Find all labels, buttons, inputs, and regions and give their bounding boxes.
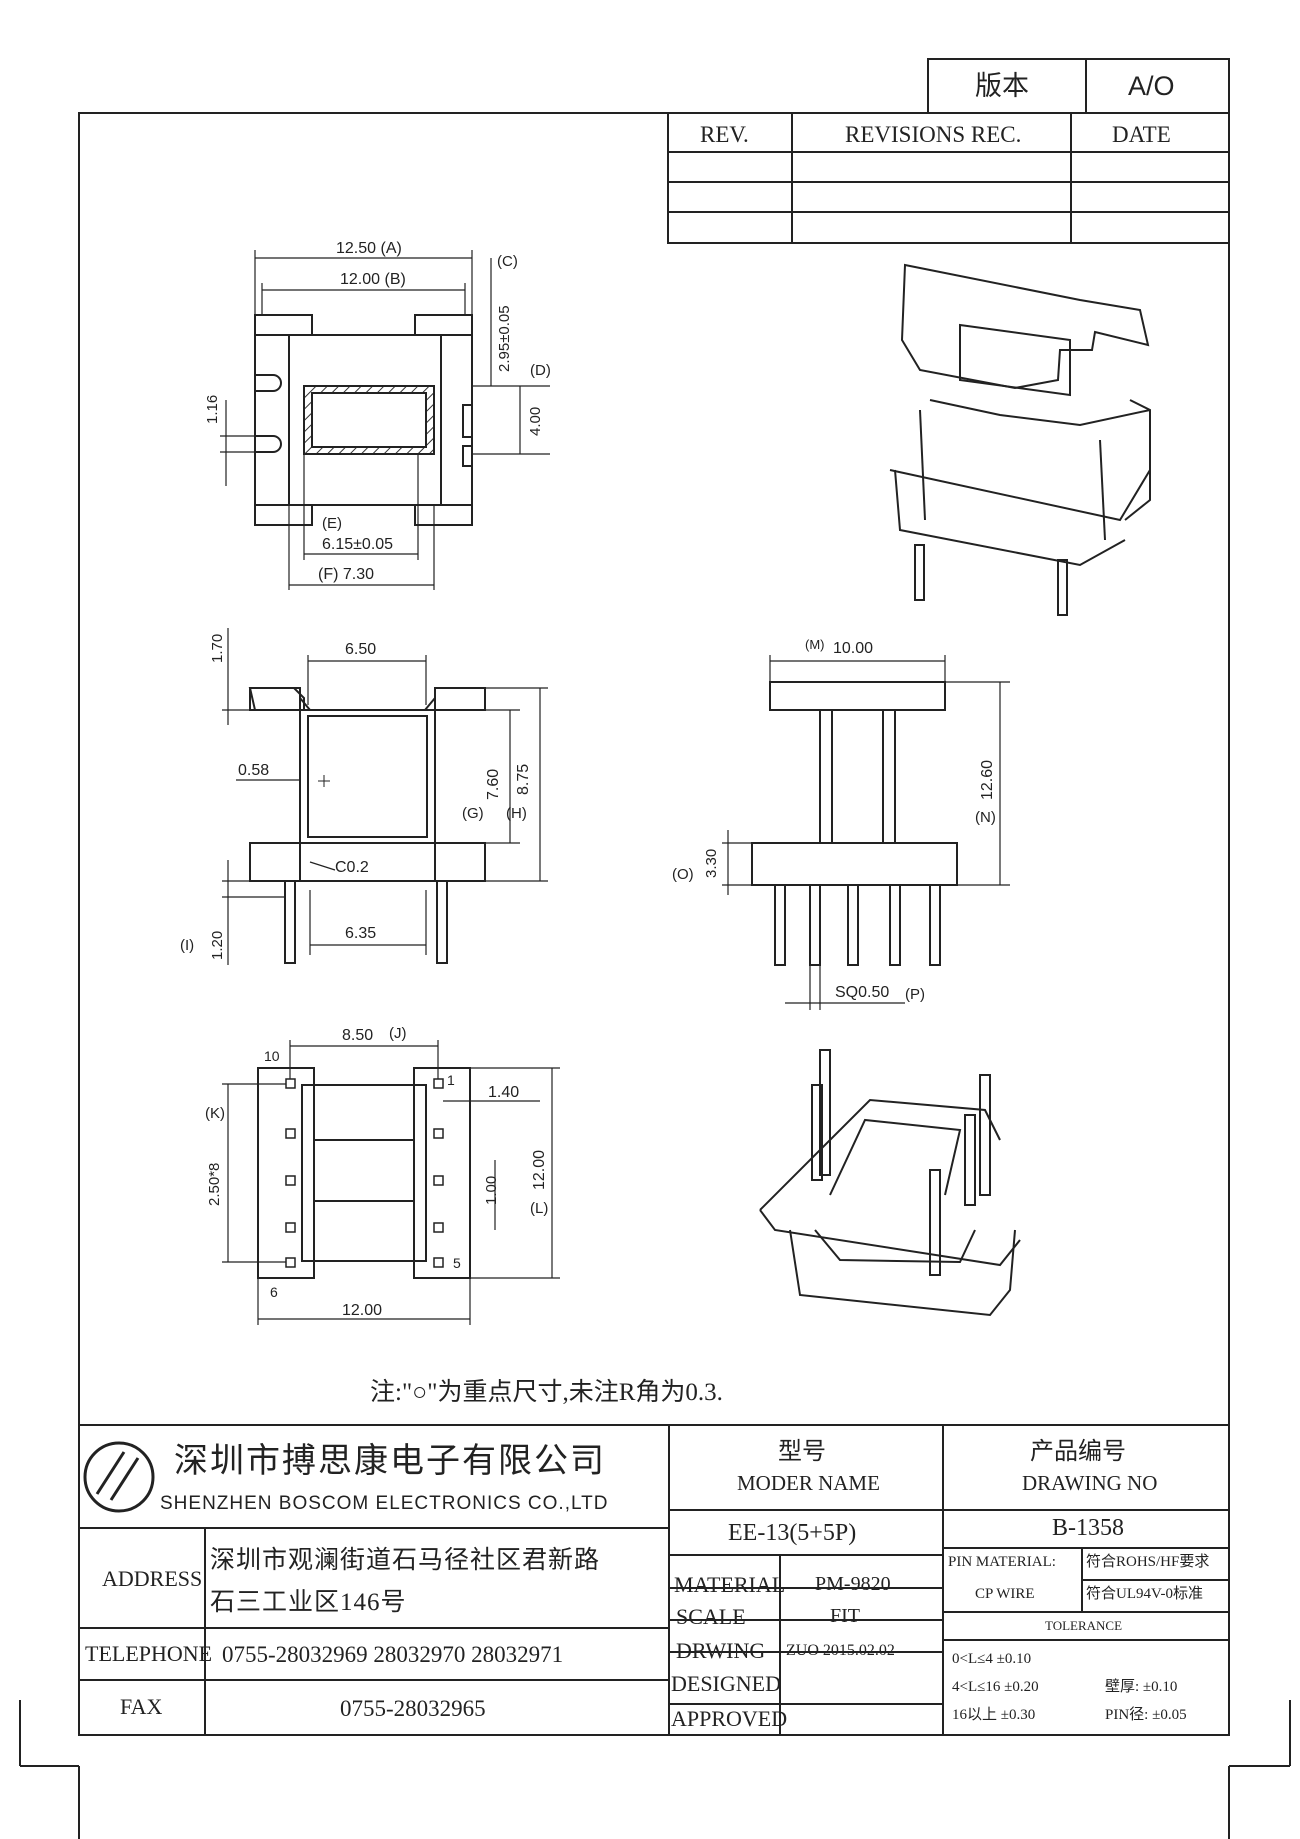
dim-m-label: (M): [805, 637, 825, 652]
dim-j-label: (J): [389, 1025, 407, 1042]
dim-o-label: (O): [672, 866, 694, 883]
date-header: DATE: [1112, 122, 1171, 147]
scale-label: SCALE: [676, 1604, 746, 1629]
isometric-view-bottom: [759, 1049, 1021, 1317]
dim-flange: 1.70: [209, 633, 226, 663]
rev-header: REV.: [700, 122, 749, 147]
pin-number-1: 1: [447, 1072, 455, 1088]
dim-i-label: (I): [180, 937, 195, 954]
isometric-view-top: [889, 263, 1151, 616]
drawing-border: [78, 112, 1230, 1736]
dim-l-label: (L): [530, 1200, 549, 1217]
dim-b: 12.00 (B): [340, 271, 406, 288]
dim-n-value: 12.60: [979, 759, 996, 800]
company-logo: [83, 1441, 155, 1513]
dim-c-label: (C): [497, 253, 518, 270]
drawing-value: ZUO 2015.02.02: [786, 1642, 895, 1659]
drawing-no-label-en: DRAWING NO: [1022, 1471, 1158, 1495]
dim-a: 12.50 (A): [336, 240, 402, 257]
dim-o-value: 3.30: [703, 848, 720, 878]
cp-wire-label: CP WIRE: [975, 1586, 1035, 1602]
dim-h-label: (H): [506, 805, 527, 822]
dim-f: (F) 7.30: [318, 566, 375, 583]
dim-d-value: 4.00: [527, 406, 544, 436]
wall-tolerance: 壁厚: ±0.10: [1105, 1679, 1178, 1695]
revisions-table: [667, 112, 1230, 244]
top-view-outline: [254, 314, 473, 526]
designed-label: DESIGNED: [671, 1671, 781, 1696]
tolerance-range-3: 16以上 ±0.30: [952, 1707, 1036, 1723]
dim-chamfer: C0.2: [335, 859, 369, 876]
scale-value: FIT: [830, 1605, 860, 1627]
pin-material-label: PIN MATERIAL:: [948, 1554, 1056, 1570]
dim-k-value: 2.50*8: [206, 1162, 223, 1206]
dim-m-value: 10.00: [833, 640, 874, 657]
dim-e-label: (E): [322, 515, 342, 532]
company-name-en: SHENZHEN BOSCOM ELECTRONICS CO.,LTD: [160, 1493, 609, 1514]
address-label: ADDRESS: [102, 1566, 203, 1591]
material-label: MATERIAL: [674, 1572, 786, 1597]
dim-i-value: 1.20: [209, 930, 226, 960]
side-view-outline: [751, 681, 958, 966]
dim-p-value: SQ0.50: [835, 984, 890, 1001]
pin-material-value: 符合ROHS/HF要求: [1086, 1554, 1210, 1570]
dim-d-label: (D): [530, 362, 551, 379]
approved-label: APPROVED: [671, 1706, 788, 1731]
version-box: [927, 58, 1230, 114]
bottom-view-pins: [285, 1078, 444, 1268]
version-value: A/O: [1128, 71, 1175, 101]
dim-slot: 1.16: [204, 394, 221, 424]
tolerance-label: TOLERANCE: [1045, 1618, 1123, 1633]
drawing-no-value: B-1358: [1052, 1515, 1124, 1541]
dim-pin-gap: 1.00: [483, 1175, 500, 1205]
pin-number-5: 5: [453, 1255, 461, 1271]
pin-tolerance: PIN径: ±0.05: [1105, 1707, 1187, 1723]
dim-e-value: 6.15±0.05: [322, 536, 394, 553]
drawing-label: DRWING: [676, 1638, 766, 1663]
pin-number-6: 6: [270, 1284, 278, 1300]
dim-c-value: 2.95±0.05: [496, 305, 513, 372]
model-label-en: MODER NAME: [737, 1471, 880, 1495]
dim-g-label: (G): [462, 805, 484, 822]
tolerance-range-1: 0<L≤4 ±0.10: [952, 1651, 1032, 1667]
bottom-view-outline: [257, 1067, 471, 1279]
revisions-rec-header: REVISIONS REC.: [845, 122, 1022, 147]
dim-spacing: 1.40: [488, 1084, 520, 1101]
drawing-no-label-cn: 产品编号: [1030, 1439, 1126, 1465]
dim-p-label: (P): [905, 986, 925, 1003]
dim-n-label: (N): [975, 809, 996, 826]
cp-wire-value: 符合UL94V-0标准: [1086, 1586, 1203, 1602]
dim-j-value: 8.50: [342, 1027, 374, 1044]
model-label-cn: 型号: [778, 1439, 826, 1465]
dim-g-value: 7.60: [485, 768, 502, 800]
drawing-note: 注:"○"为重点尺寸,未注R角为0.3.: [370, 1379, 723, 1406]
fax-label: FAX: [120, 1694, 163, 1719]
dim-wall: 0.58: [238, 762, 270, 779]
dim-h-value: 8.75: [515, 763, 532, 795]
model-value: EE-13(5+5P): [728, 1520, 857, 1546]
version-label: 版本: [975, 71, 1029, 101]
telephone-value: 0755-28032969 28032970 28032971: [222, 1642, 564, 1667]
address-line2: 石三工业区146号: [210, 1589, 407, 1616]
dim-l-value: 12.00: [531, 1149, 548, 1190]
dim-bottom-width: 6.35: [345, 925, 377, 942]
tolerance-range-2: 4<L≤16 ±0.20: [952, 1679, 1039, 1695]
dim-top-width: 6.50: [345, 641, 377, 658]
front-view-outline: [248, 687, 486, 964]
fax-value: 0755-28032965: [340, 1696, 486, 1721]
address-line1: 深圳市观澜街道石马径社区君新路: [210, 1547, 601, 1574]
company-name-cn: 深圳市搏思康电子有限公司: [174, 1443, 606, 1480]
telephone-label: TELEPHONE: [85, 1641, 213, 1666]
pin-number-10: 10: [264, 1048, 280, 1064]
dim-k-label: (K): [205, 1105, 225, 1122]
material-value: PM-9820: [815, 1573, 891, 1595]
dim-bottom-width-b: 12.00: [342, 1302, 383, 1319]
